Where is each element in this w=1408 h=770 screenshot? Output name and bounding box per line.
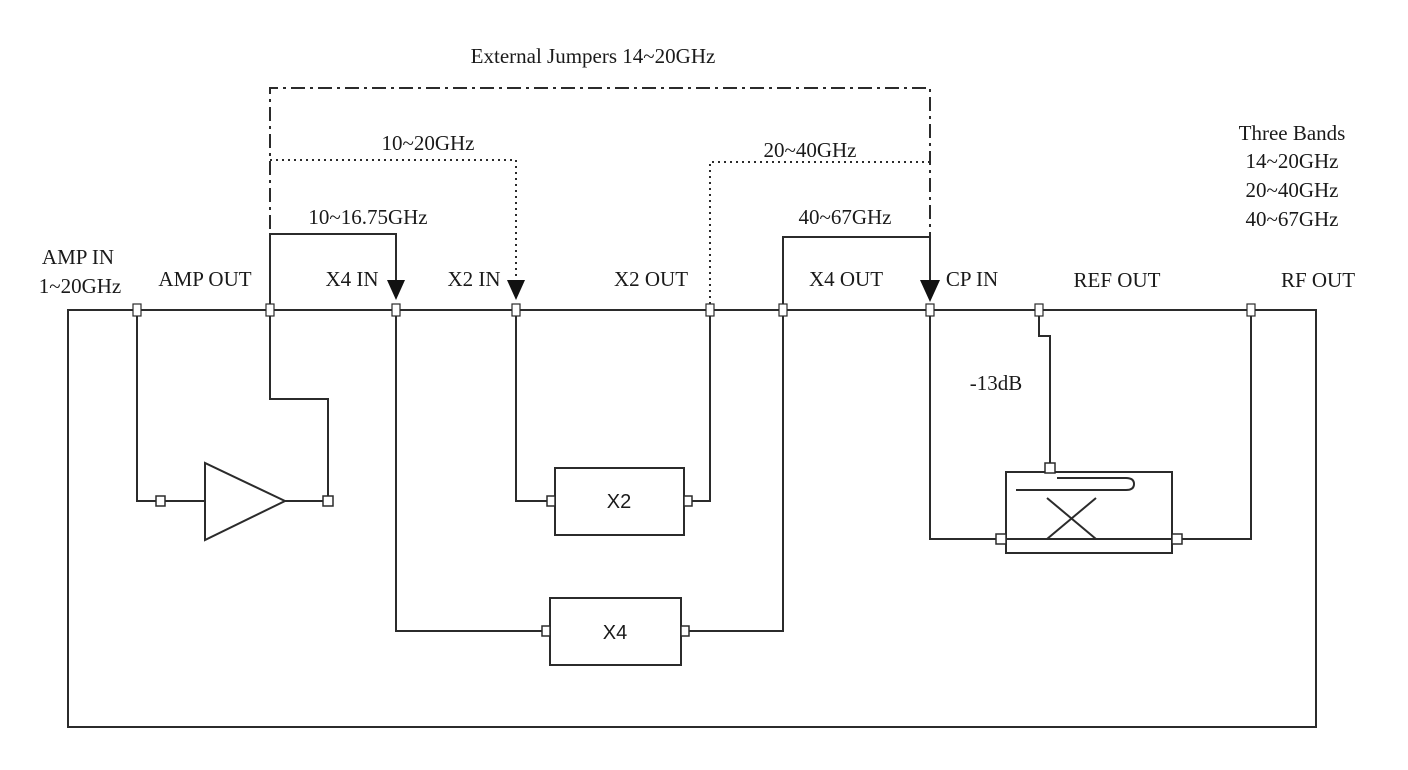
jumper-40-67-line [782,236,931,310]
x2-multiplier: X2 [546,467,693,536]
x2-out-wire [690,310,711,502]
amp-in-wire [136,310,158,502]
x2-in-label: X2 IN [447,267,500,291]
external-jumpers-title: External Jumpers 14~20GHz [471,44,716,68]
ref-out-wire [1038,310,1051,463]
amp-out-label: AMP OUT [158,267,251,291]
external-jumper-line [269,87,931,310]
connector-x2-in [511,303,521,317]
x2-output-port [683,495,693,507]
amp-out-wire [269,310,329,496]
x4-in-label: X4 IN [325,267,378,291]
amplifier-triangle [204,461,288,542]
connector-ref-out [1034,303,1044,317]
jumper-20-40-line [709,161,930,310]
rf-out-wire [1182,310,1252,540]
connector-amp-in [132,303,142,317]
arrow-x2-in [507,280,525,300]
amp-in-label: AMP IN [42,245,114,269]
band-item-1: 14~20GHz [1245,149,1338,173]
coupling-label: -13dB [970,371,1023,395]
jumper-10-1675-label: 10~16.75GHz [308,205,427,229]
coupler-input-port [995,533,1007,545]
enclosure [67,309,1317,728]
connector-cp-in [925,303,935,317]
x4-label: X4 [603,622,627,644]
x2-out-label: X2 OUT [614,267,688,291]
jumper-10-20-line [270,159,517,282]
amp-in-range-label: 1~20GHz [39,274,122,298]
connector-x2-out [705,303,715,317]
jumper-20-40-label: 20~40GHz [763,138,856,162]
directional-coupler [995,462,1183,554]
jumper-10-20-label: 10~20GHz [381,131,474,155]
edge-connectors [132,303,1256,317]
x4-out-label: X4 OUT [809,267,883,291]
amp-output-port [322,495,334,507]
amplifier [155,461,334,542]
x2-block [554,467,685,536]
coupler-output-port [1171,533,1183,545]
cp-in-label: CP IN [946,267,998,291]
bands-heading: Three Bands [1239,121,1346,145]
arrow-cp-in [920,280,940,302]
connector-x4-out [778,303,788,317]
ref-out-label: REF OUT [1074,268,1161,292]
coupler-coupled-port [1044,462,1056,474]
band-item-2: 20~40GHz [1245,178,1338,202]
x2-in-wire [515,310,548,502]
x4-out-wire [688,310,784,632]
jumper-40-67-label: 40~67GHz [798,205,891,229]
x2-input-port [546,495,556,507]
band-item-3: 40~67GHz [1245,207,1338,231]
cp-in-wire [929,310,996,540]
x4-input-port [541,625,551,637]
x2-label: X2 [607,491,631,513]
x4-in-wire [395,310,542,632]
arrow-x4-in [387,280,405,300]
connector-amp-out [265,303,275,317]
rf-out-label: RF OUT [1281,268,1355,292]
x4-output-port [680,625,690,637]
connector-rf-out [1246,303,1256,317]
amp-input-port [155,495,166,507]
coupler-coupled-line [1016,477,1136,491]
x4-multiplier: X4 [541,597,690,666]
coupler-cross-b [1046,497,1097,540]
coupler-block [1005,471,1173,554]
connector-x4-in [391,303,401,317]
jumper-10-1675-line [269,233,397,310]
